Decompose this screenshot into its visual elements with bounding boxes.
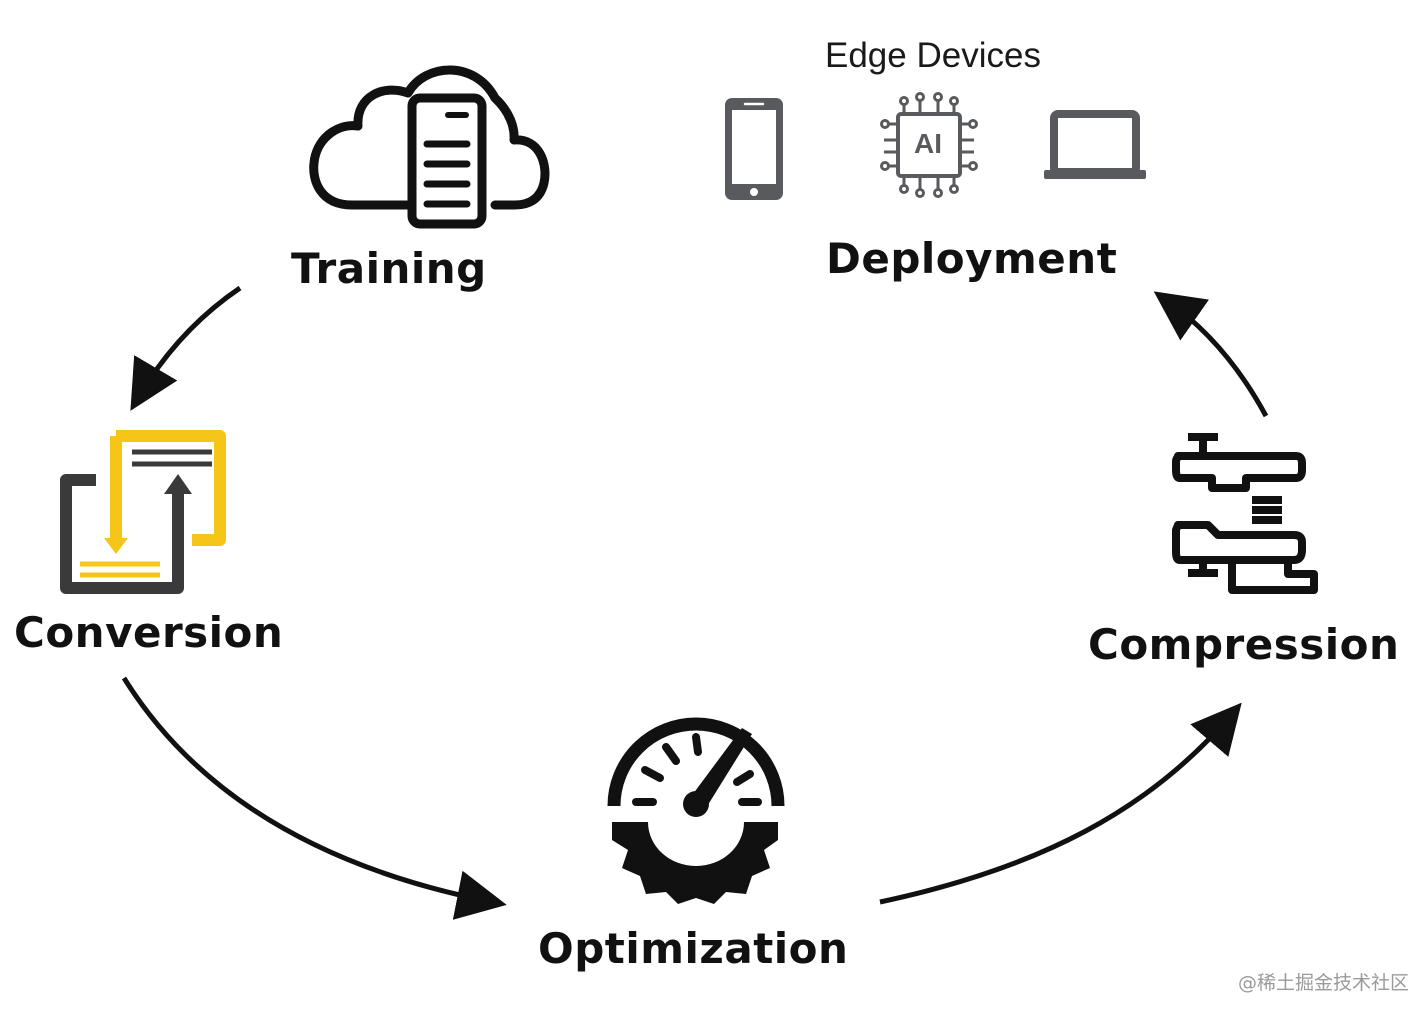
compression-label: Compression [1088,620,1400,669]
smartphone-icon [725,98,783,200]
ai-chip-icon [880,92,978,198]
cloud-server-icon [309,65,550,229]
edge-devices-title: Edge Devices [825,36,1041,75]
clamp-press-icon [1172,433,1318,594]
optimization-label: Optimization [538,924,849,973]
arrow-compression-to-deployment [1153,291,1269,418]
deployment-label: Deployment [826,234,1118,283]
speedometer-gear-icon [607,717,785,904]
arrow-optimization-to-compression [879,702,1242,905]
training-label: Training [291,244,487,293]
arrow-training-to-conversion [130,285,242,411]
laptop-icon [1044,110,1146,179]
conversion-label: Conversion [14,608,284,657]
watermark: @稀土掘金技术社区 [1238,972,1410,994]
ai-chip-text: AI [914,128,942,159]
convert-documents-icon [60,430,226,594]
arrow-conversion-to-optimization [121,676,507,920]
